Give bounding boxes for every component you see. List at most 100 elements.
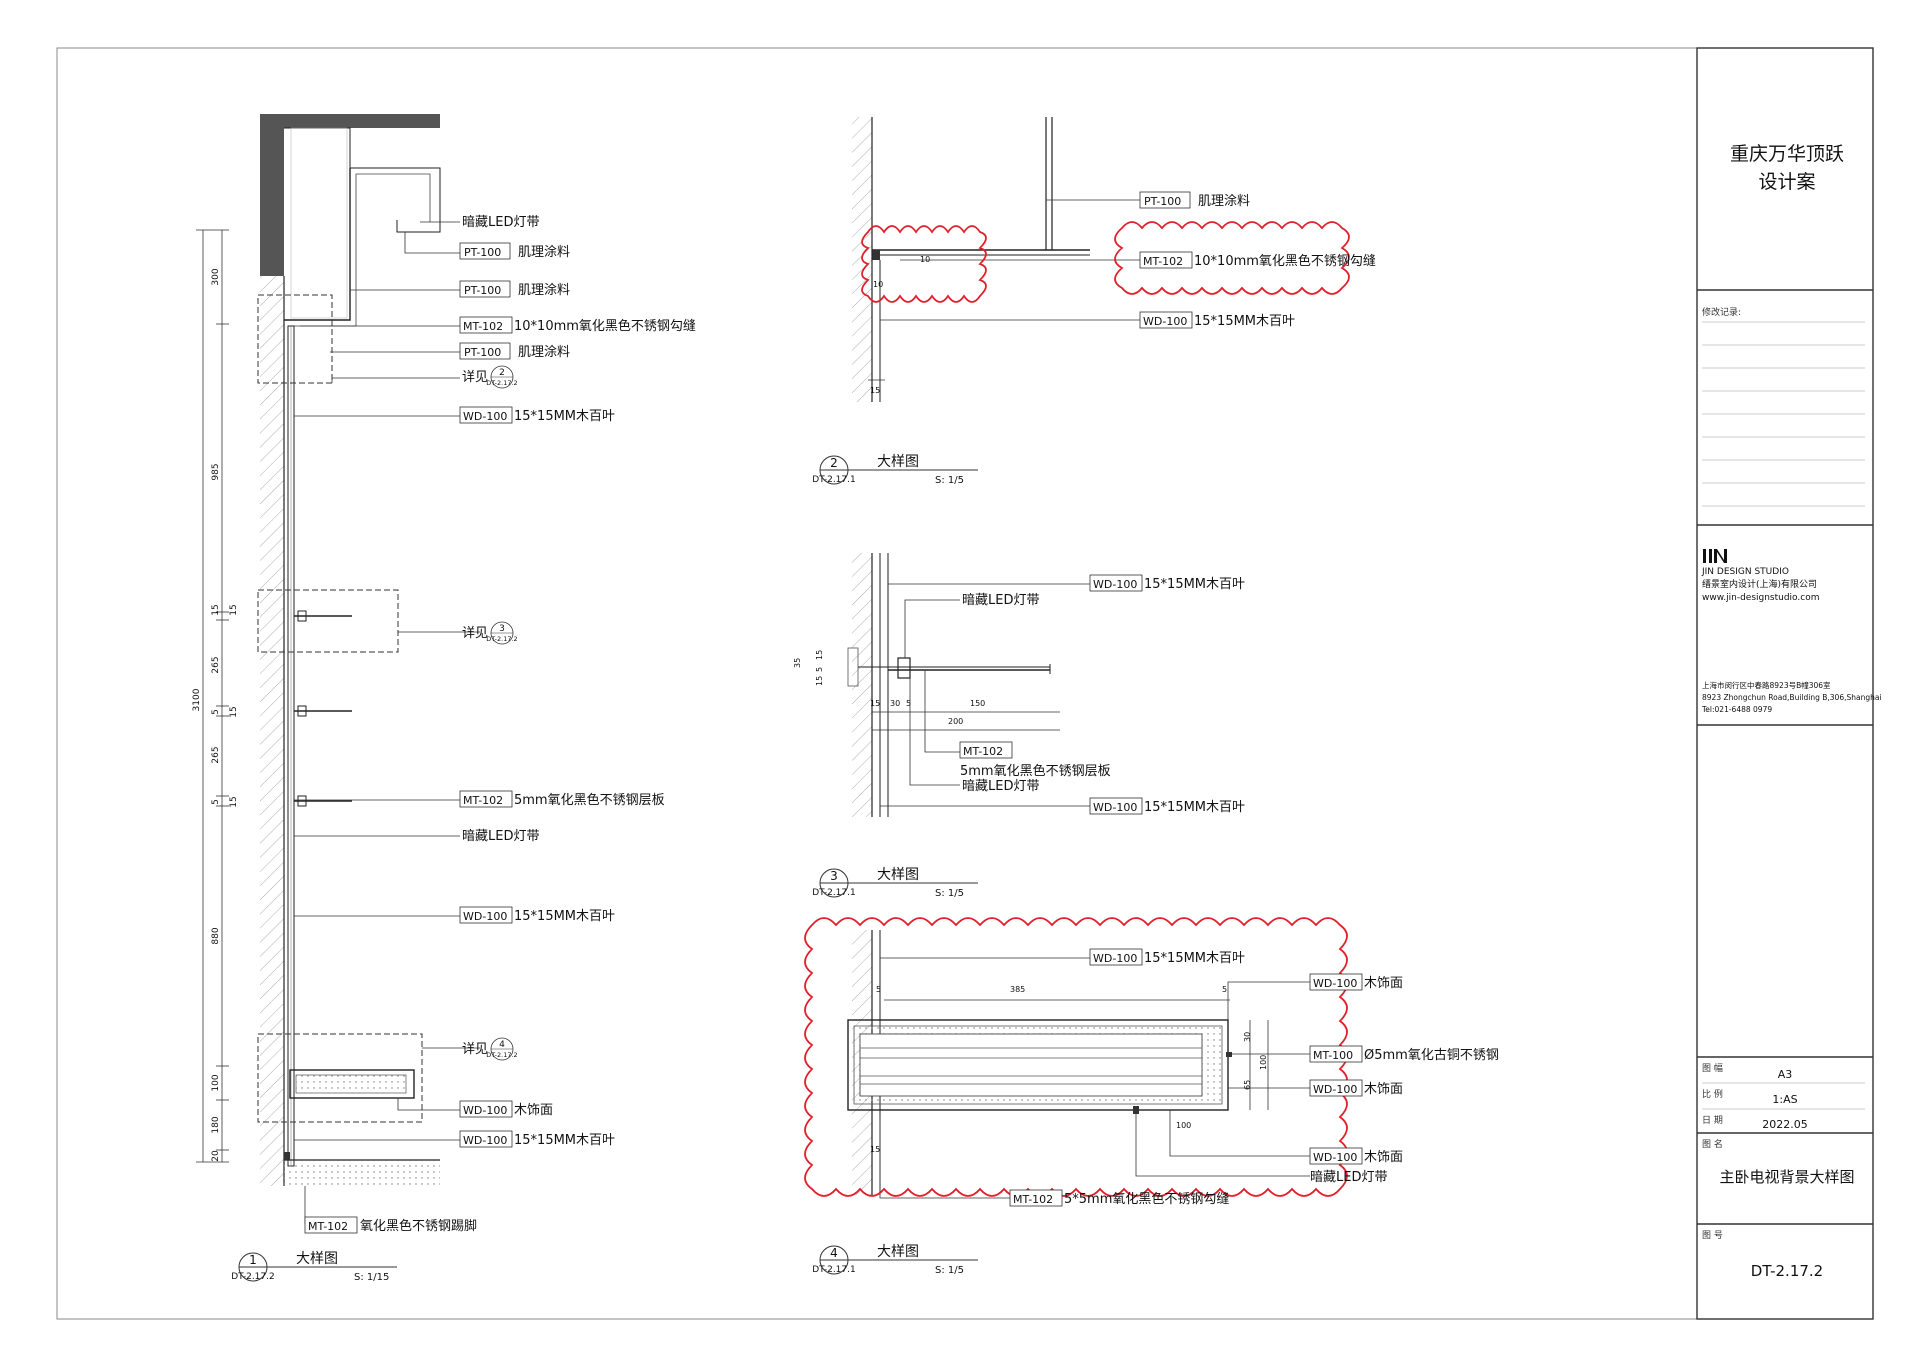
d1-tag-wd100-d: WD-100 bbox=[463, 1134, 507, 1147]
studio-web: www.jin-designstudio.com bbox=[1702, 593, 1820, 603]
drawing-no-label: 图 号 bbox=[1702, 1231, 1723, 1241]
size-label: 图 幅 bbox=[1702, 1064, 1723, 1074]
ref-bubble-labels: 2 DT-2.17.2 3 DT-2.17.2 4 DT-2.17.2 bbox=[486, 368, 517, 1059]
detail-2-ref: DT-2.17.1 bbox=[812, 475, 855, 485]
dim-d1-15a: 15 bbox=[211, 604, 221, 615]
detail-3-labels: WD-100 15*15MM木百叶 暗藏LED灯带 MT-102 5mm氧化黑色… bbox=[793, 574, 1245, 815]
dim-d1-265a: 265 bbox=[211, 656, 221, 673]
bubble-4-ref: DT-2.17.2 bbox=[486, 1051, 517, 1059]
d2-dim-15: 15 bbox=[870, 386, 880, 395]
d2-tag-wd100: WD-100 bbox=[1143, 315, 1187, 328]
studio-addr-en: 8923 Zhongchun Road,Building B,306,Shang… bbox=[1702, 693, 1882, 702]
d3-dim-5b: 5 bbox=[906, 699, 911, 708]
d1-tag-mt102-c: MT-102 bbox=[308, 1220, 348, 1233]
d3-led-a: 暗藏LED灯带 bbox=[962, 593, 1039, 608]
detail-2-title: 大样图 bbox=[877, 454, 919, 470]
d4-tag-wd100-d: WD-100 bbox=[1313, 1151, 1357, 1164]
bubble-4-num: 4 bbox=[499, 1040, 505, 1050]
detail-title-texts: 1 DT-2.17.2 大样图 S: 1/15 2 DT-2.17.1 大样图 … bbox=[231, 454, 964, 1283]
d3-dim-15a: 15 bbox=[815, 650, 824, 660]
d1-tag-mt102-a: MT-102 bbox=[463, 320, 503, 333]
d1-desc-mt102-a: 10*10mm氧化黑色不锈钢勾缝 bbox=[514, 318, 696, 334]
d3-dim-35: 35 bbox=[793, 658, 802, 668]
d1-tag-wd100-b: WD-100 bbox=[463, 910, 507, 923]
studio-logo-icon bbox=[1703, 549, 1727, 563]
detail-3-scale: S: 1/5 bbox=[935, 888, 964, 899]
scale-value: 1:AS bbox=[1772, 1093, 1798, 1106]
detail-1-title: 大样图 bbox=[296, 1251, 338, 1267]
dim-d1-180: 180 bbox=[211, 1116, 221, 1133]
detail-4-num: 4 bbox=[830, 1246, 838, 1260]
d3-desc-wd100-a: 15*15MM木百叶 bbox=[1144, 577, 1245, 592]
detail-3-num: 3 bbox=[830, 869, 838, 883]
detail-1-drawing bbox=[196, 114, 480, 1224]
studio-addr-cn: 上海市闵行区中春路8923号B幢306室 bbox=[1702, 681, 1831, 690]
studio-name: JIN DESIGN STUDIO bbox=[1702, 567, 1789, 577]
d4-desc-wd100-b: 木饰面 bbox=[1364, 976, 1403, 991]
d3-tag-mt102: MT-102 bbox=[963, 745, 1003, 758]
d4-tag-mt102: MT-102 bbox=[1013, 1193, 1053, 1206]
d4-tag-wd100-c: WD-100 bbox=[1313, 1083, 1357, 1096]
bubble-2-ref: DT-2.17.2 bbox=[486, 379, 517, 387]
sheet-border bbox=[56, 47, 1874, 1320]
d3-dim-15b: 15 bbox=[815, 676, 824, 686]
d4-dim-5b: 5 bbox=[1222, 985, 1227, 994]
d1-led-mid: 暗藏LED灯带 bbox=[462, 829, 539, 844]
d3-dim-5: 5 bbox=[815, 667, 824, 672]
detail-2-scale: S: 1/5 bbox=[935, 475, 964, 486]
d1-tag-pt100-c: PT-100 bbox=[464, 346, 501, 359]
d1-desc-wd100-b: 15*15MM木百叶 bbox=[514, 909, 615, 924]
d1-tag-pt100-b: PT-100 bbox=[464, 284, 501, 297]
detail-3-title: 大样图 bbox=[877, 867, 919, 883]
d1-desc-wd100-c: 木饰面 bbox=[514, 1103, 553, 1118]
d4-desc-wd100-a: 15*15MM木百叶 bbox=[1144, 951, 1245, 966]
detail-3-drawing bbox=[847, 553, 1090, 817]
studio-tel: Tel:021-6488 0979 bbox=[1702, 705, 1773, 714]
detail-1-ref: DT-2.17.2 bbox=[231, 1272, 274, 1282]
dim-d1-300: 300 bbox=[211, 268, 221, 285]
d2-desc-mt102: 10*10mm氧化黑色不锈钢勾缝 bbox=[1194, 253, 1376, 269]
project-title: 重庆万华顶跃 设计案 bbox=[1697, 140, 1877, 196]
d2-dim-10b: 10 bbox=[873, 280, 883, 289]
detail-2-labels: PT-100 肌理涂料 MT-102 10*10mm氧化黑色不锈钢勾缝 WD-1… bbox=[870, 191, 1376, 395]
dim-d1-5a: 5 bbox=[211, 709, 221, 715]
d1-desc-pt100-b: 肌理涂料 bbox=[518, 282, 570, 298]
d3-dim-150: 150 bbox=[970, 699, 985, 708]
d1-see-3: 详见 bbox=[462, 626, 488, 641]
d4-led: 暗藏LED灯带 bbox=[1310, 1170, 1387, 1185]
date-value: 2022.05 bbox=[1762, 1118, 1808, 1131]
d1-tag-wd100-c: WD-100 bbox=[463, 1104, 507, 1117]
dim-d1-5b: 5 bbox=[211, 799, 221, 805]
d1-tag-mt102-b: MT-102 bbox=[463, 794, 503, 807]
d4-tag-wd100-b: WD-100 bbox=[1313, 977, 1357, 990]
title-block-frame bbox=[1696, 47, 1874, 1320]
d3-tag-wd100-b: WD-100 bbox=[1093, 801, 1137, 814]
revision-cloud-d2 bbox=[861, 225, 987, 303]
d3-dim-30: 30 bbox=[890, 699, 900, 708]
detail-4-ref: DT-2.17.1 bbox=[812, 1265, 855, 1275]
detail-4-drawing bbox=[804, 917, 1348, 1199]
d3-dim-15c: 15 bbox=[870, 699, 880, 708]
dim-d1-total: 3100 bbox=[192, 688, 202, 711]
d1-desc-pt100-c: 肌理涂料 bbox=[518, 344, 570, 360]
d2-desc-wd100: 15*15MM木百叶 bbox=[1194, 314, 1295, 329]
d1-led-top: 暗藏LED灯带 bbox=[462, 215, 539, 230]
dim-d1-15c: 15 bbox=[229, 706, 239, 717]
d1-tag-pt100-a: PT-100 bbox=[464, 246, 501, 259]
d4-dim-100a: 100 bbox=[1259, 1055, 1268, 1070]
d1-desc-pt100-a: 肌理涂料 bbox=[518, 244, 570, 260]
d2-dim-10a: 10 bbox=[920, 255, 930, 264]
drawing-name: 主卧电视背景大样图 bbox=[1719, 1168, 1855, 1186]
d3-desc-wd100-b: 15*15MM木百叶 bbox=[1144, 800, 1245, 815]
detail-3-ref: DT-2.17.1 bbox=[812, 888, 855, 898]
d4-dim-65: 65 bbox=[1243, 1080, 1252, 1090]
ref-bubbles bbox=[490, 365, 514, 1061]
d4-tag-mt100: MT-100 bbox=[1313, 1049, 1353, 1062]
d3-dim-200: 200 bbox=[948, 717, 963, 726]
d4-desc-mt100: Ø5mm氧化古铜不锈钢 bbox=[1364, 1048, 1499, 1063]
dim-d1-15d: 15 bbox=[229, 796, 239, 807]
d1-desc-mt102-b: 5mm氧化黑色不锈钢层板 bbox=[514, 792, 665, 808]
drawing-number: DT-2.17.2 bbox=[1750, 1262, 1824, 1280]
d4-dim-15: 15 bbox=[870, 1145, 880, 1154]
